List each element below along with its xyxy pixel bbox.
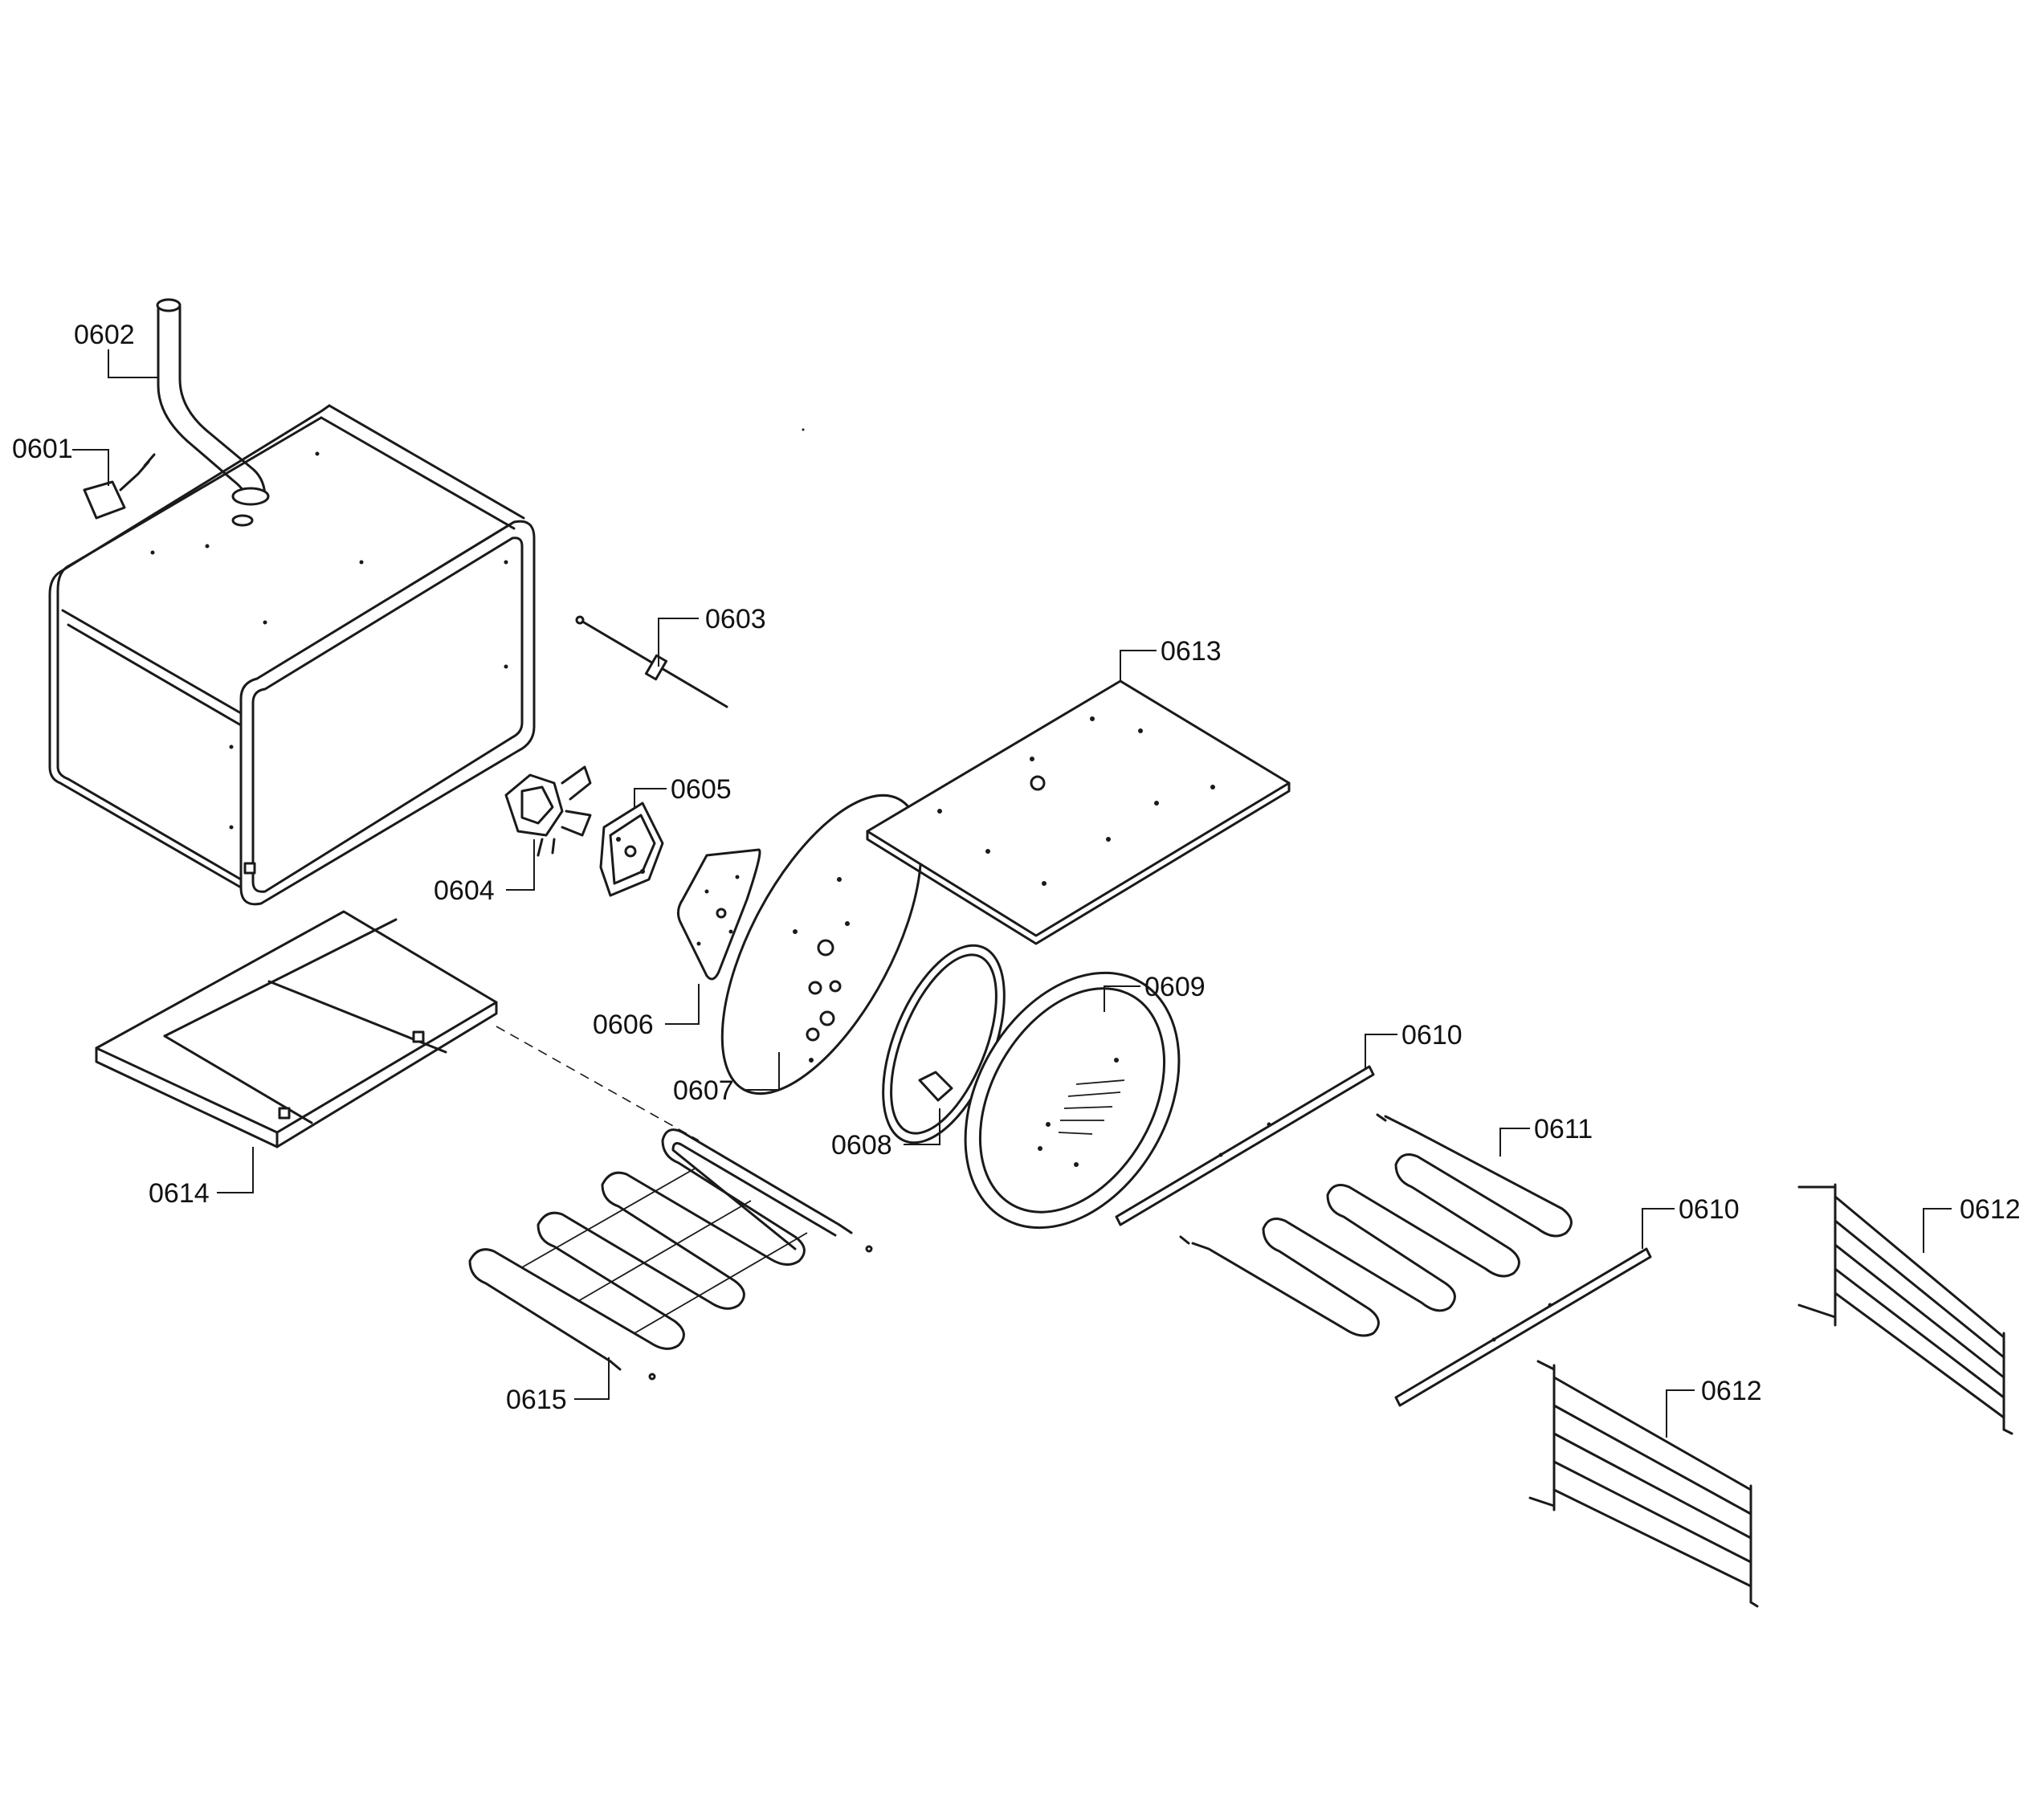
part-0610-rail-upper[interactable]	[1115, 1065, 1375, 1226]
label-0610-upper: 0610	[1401, 1020, 1463, 1050]
leader-0609	[1104, 985, 1140, 1012]
leader-0612b	[1666, 1389, 1695, 1438]
part-0613-shield-plate[interactable]	[866, 679, 1291, 945]
leader-0611	[1499, 1128, 1530, 1157]
leader-0602	[108, 349, 158, 378]
part-0615-bake-element[interactable]	[468, 1026, 873, 1381]
leader-0605	[634, 788, 667, 807]
label-0611: 0611	[1534, 1114, 1593, 1144]
leader-0610a	[1365, 1034, 1397, 1068]
label-0602: 0602	[74, 320, 135, 350]
part-oven-cavity[interactable]	[48, 404, 536, 906]
part-0614-bottom-tray[interactable]	[95, 862, 498, 1148]
label-0609: 0609	[1144, 972, 1206, 1002]
part-0603-rod[interactable]	[575, 615, 728, 708]
leader-0610b	[1642, 1208, 1675, 1249]
label-0608: 0608	[831, 1130, 892, 1161]
leader-0604	[506, 839, 535, 891]
label-0612-right: 0612	[1960, 1194, 2021, 1225]
label-0612-left: 0612	[1701, 1376, 1762, 1406]
label-0613: 0613	[1161, 636, 1222, 667]
leader-0607	[743, 1052, 780, 1091]
leader-0614	[217, 1147, 254, 1193]
part-0611-broil-element[interactable]	[1179, 1113, 1573, 1337]
leader-0601	[72, 449, 109, 486]
part-0602-vent-pipe[interactable]	[156, 298, 270, 527]
part-0609-fan-cover[interactable]	[922, 935, 1222, 1266]
leader-0608	[904, 1108, 940, 1145]
part-0606-gasket[interactable]	[677, 848, 761, 981]
label-0603: 0603	[705, 604, 766, 634]
part-0612-rack-support-left[interactable]	[1528, 1360, 1759, 1608]
part-0605-motor-plate[interactable]	[599, 802, 664, 897]
leader-0615	[574, 1357, 610, 1400]
leader-0606	[665, 984, 700, 1025]
part-0612-rack-support-right[interactable]	[1797, 1183, 2013, 1435]
leader-0612a	[1923, 1208, 1952, 1253]
label-0606: 0606	[593, 1010, 654, 1040]
label-0610-lower: 0610	[1679, 1194, 1740, 1225]
leader-0613	[1120, 650, 1157, 681]
label-0615: 0615	[506, 1385, 567, 1415]
label-0605: 0605	[671, 774, 732, 805]
label-0614: 0614	[149, 1178, 210, 1209]
stray-dot	[802, 428, 805, 431]
part-0604-fan-motor[interactable]	[504, 765, 592, 857]
part-0601-sensor[interactable]	[83, 453, 156, 520]
label-0604: 0604	[434, 875, 495, 906]
label-0601: 0601	[12, 434, 73, 464]
part-0610-rail-lower[interactable]	[1394, 1247, 1652, 1407]
label-0607: 0607	[673, 1075, 734, 1106]
leader-0603	[658, 618, 699, 667]
